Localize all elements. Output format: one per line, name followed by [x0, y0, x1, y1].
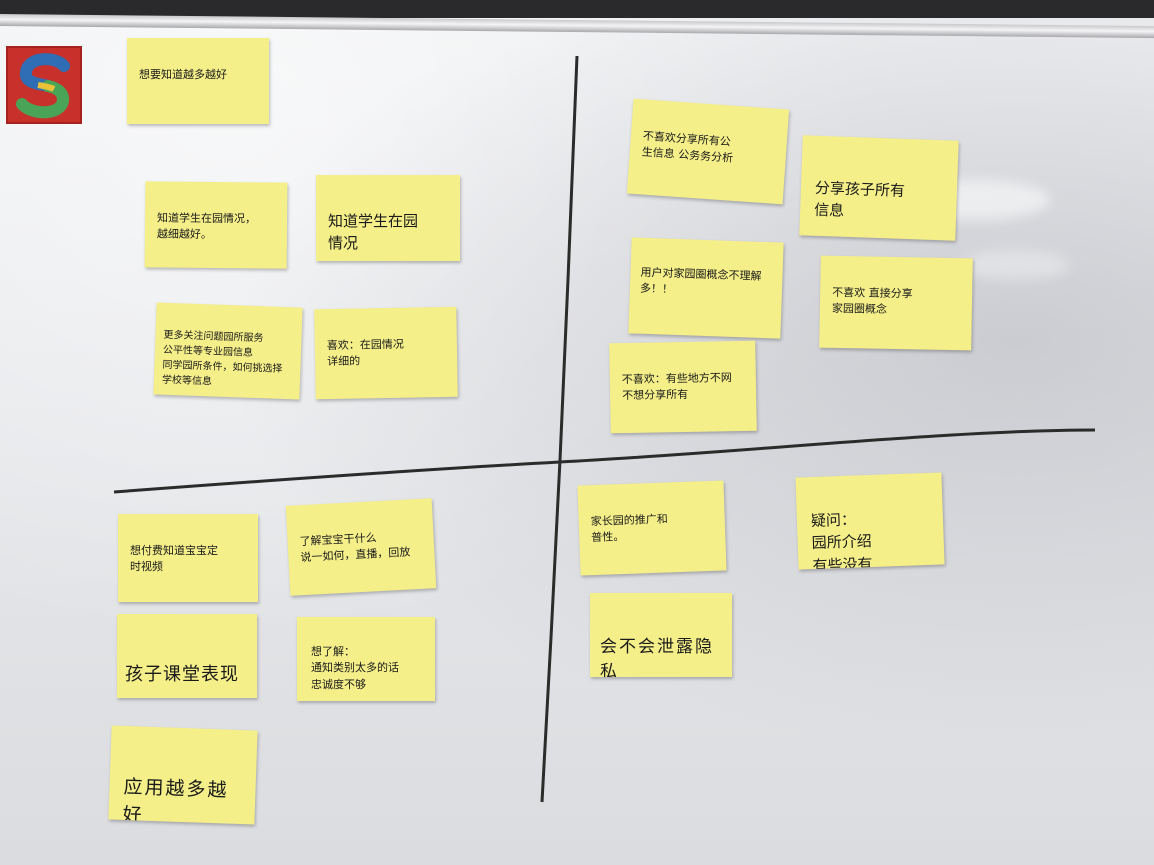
sticky-note: 想要知道越多越好 — [127, 38, 269, 124]
sticky-note: 孩子课堂表现 — [117, 614, 257, 698]
sticky-note: 知道学生在园 情况 — [316, 175, 460, 261]
sticky-note: 应用越多越 好 — [108, 725, 258, 825]
sticky-note: 不喜欢 直接分享 家园圈概念 — [819, 255, 973, 351]
light-glare — [960, 250, 1070, 280]
note-text: 喜欢：在园情况 详细的 — [326, 337, 404, 369]
note-text: 分享孩子所有 信息 — [813, 178, 906, 220]
whiteboard — [0, 18, 1154, 865]
note-text: 不喜欢：有些地方不网 不想分享所有 — [621, 370, 732, 403]
note-text: 更多关注问题园所服务 公平性等专业园信息 同学园所条件，如何挑选择 学校等信息 — [161, 329, 283, 388]
note-text: 用户对家园圈概念不理解 多！！ — [639, 265, 762, 296]
note-text: 想了解： 通知类别太多的话 忠诚度不够 — [311, 644, 399, 691]
sticky-note: 想付费知道宝宝定 时视频 — [118, 514, 258, 602]
sticky-note: 家长园的推广和 普性。 — [577, 480, 727, 576]
note-text: 孩子课堂表现 — [125, 664, 239, 685]
note-text: 家长园的推广和 普性。 — [590, 511, 668, 545]
sticky-note: 知道学生在园情况， 越细越好。 — [144, 181, 288, 269]
note-text: 了解宝宝干什么 说一如何，直播，回放 — [299, 530, 411, 565]
sticky-note: 分享孩子所有 信息 — [799, 135, 959, 241]
sticky-note: 用户对家园圈概念不理解 多！！ — [628, 237, 784, 339]
sticky-note: 疑问： 园所介绍 有些没有 — [795, 472, 945, 570]
note-text: 不喜欢 直接分享 家园圈概念 — [831, 285, 913, 316]
note-text: 知道学生在园情况， 越细越好。 — [156, 210, 257, 241]
sticky-note: 喜欢：在园情况 详细的 — [314, 306, 458, 400]
note-text: 想要知道越多越好 — [139, 67, 227, 81]
note-text: 会不会泄露隐 私 — [600, 636, 714, 678]
sticky-note: 想了解： 通知类别太多的话 忠诚度不够 — [297, 617, 435, 701]
note-text: 想付费知道宝宝定 时视频 — [130, 543, 218, 574]
note-text: 知道学生在园 情况 — [328, 211, 419, 253]
sticky-note: 更多关注问题园所服务 公平性等专业园信息 同学园所条件，如何挑选择 学校等信息 — [153, 302, 303, 400]
note-text: 疑问： 园所介绍 有些没有 — [810, 509, 873, 570]
sticky-note: 会不会泄露隐 私 — [590, 593, 732, 677]
horizontal-axis-line — [113, 428, 1096, 494]
vertical-axis-line — [540, 55, 579, 803]
note-text: 应用越多越 好 — [122, 775, 229, 825]
brand-logo — [6, 46, 82, 124]
logo-s-icon — [16, 53, 70, 119]
note-text: 不喜欢分享所有公 生信息 公务务分析 — [641, 128, 734, 165]
sticky-note: 不喜欢分享所有公 生信息 公务务分析 — [626, 98, 790, 205]
sticky-note: 不喜欢：有些地方不网 不想分享所有 — [609, 340, 757, 434]
sticky-note: 了解宝宝干什么 说一如何，直播，回放 — [285, 498, 437, 596]
